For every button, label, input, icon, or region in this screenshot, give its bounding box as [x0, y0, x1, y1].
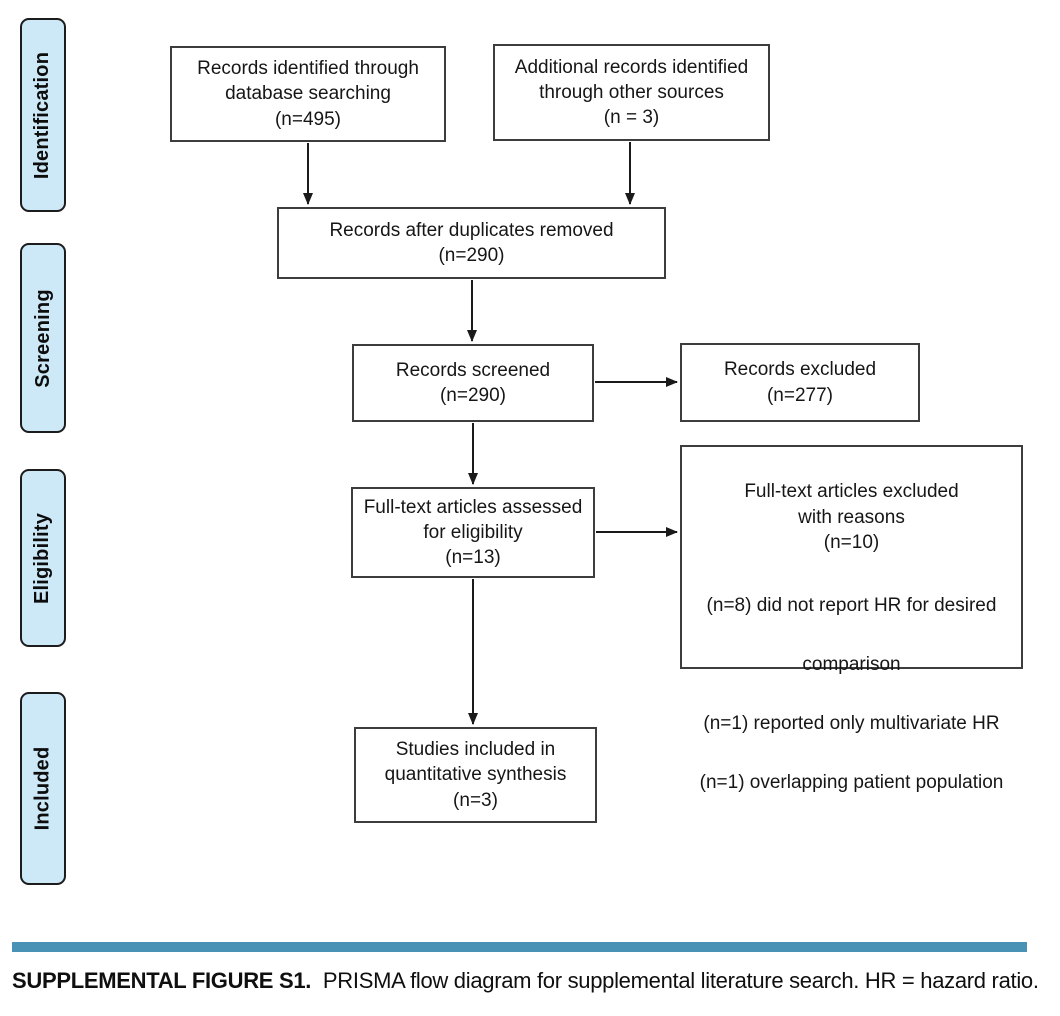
stage-screening-label: Screening	[31, 288, 54, 388]
stage-included: Included	[20, 692, 66, 885]
stage-eligibility-label: Eligibility	[31, 512, 54, 604]
box-records-identified-other-sources: Additional records identified through ot…	[493, 44, 770, 141]
fulltext-excluded-reason: (n=1) overlapping patient population	[699, 771, 1004, 793]
stage-included-label: Included	[31, 746, 54, 831]
box-fulltext-excluded: Full-text articles excluded with reasons…	[680, 445, 1023, 792]
box-fulltext-assessed: Full-text articles assessed for eligibil…	[351, 487, 595, 578]
fulltext-excluded-header: Full-text articles excluded with reasons…	[744, 481, 959, 553]
figure-caption-text: PRISMA flow diagram for supplemental lit…	[322, 968, 1039, 993]
stage-screening: Screening	[20, 243, 66, 433]
box-records-identified-database: Records identified through database sear…	[170, 46, 446, 142]
fulltext-excluded-reason: comparison	[802, 653, 901, 675]
figure-caption-label: SUPPLEMENTAL FIGURE S1.	[12, 968, 312, 993]
box-studies-included-synthesis: Studies included in quantitative synthes…	[354, 727, 597, 823]
stage-eligibility: Eligibility	[20, 469, 66, 647]
fulltext-excluded-reason: (n=1) reported only multivariate HR	[703, 712, 1000, 734]
fulltext-excluded-reason: (n=8) did not report HR for desired	[706, 594, 997, 616]
stage-identification: Identification	[20, 18, 66, 212]
caption-divider-bar	[12, 942, 1027, 952]
box-records-excluded: Records excluded (n=277)	[680, 343, 920, 422]
box-records-screened: Records screened (n=290)	[352, 344, 594, 422]
box-records-after-duplicates: Records after duplicates removed (n=290)	[277, 207, 666, 279]
stage-identification-label: Identification	[31, 51, 54, 179]
figure-caption: SUPPLEMENTAL FIGURE S1. PRISMA flow diag…	[12, 968, 1052, 994]
